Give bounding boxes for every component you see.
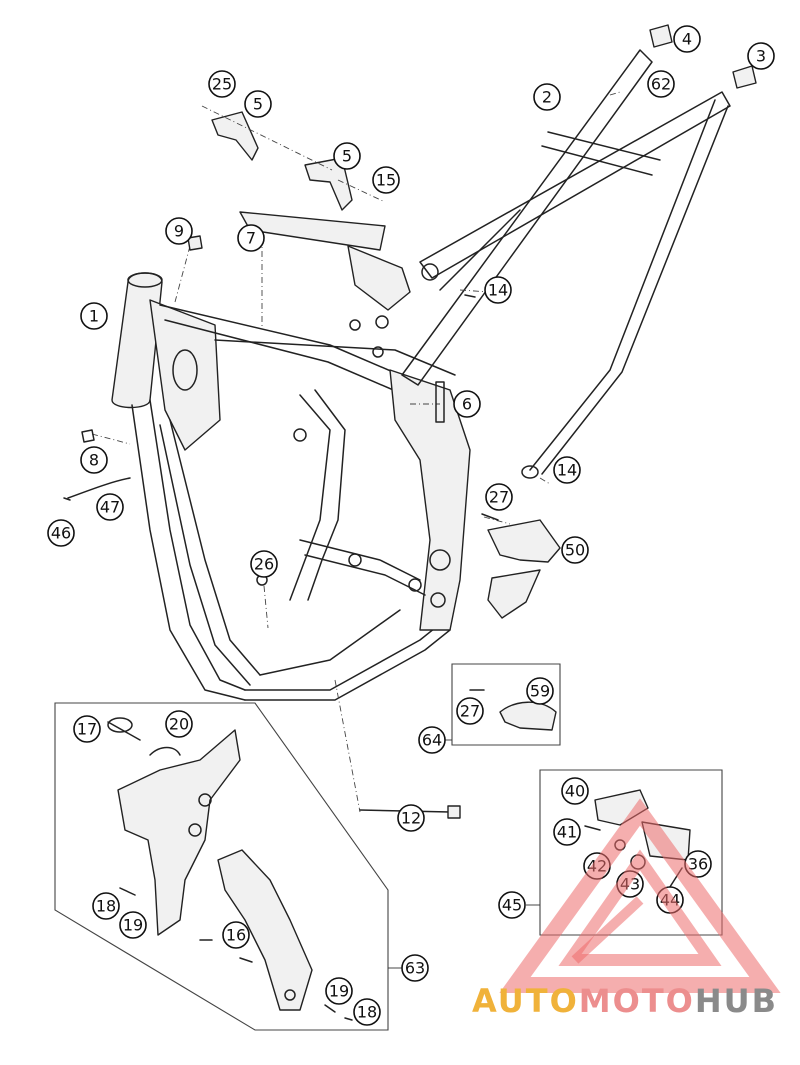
callout-62: 62 <box>647 70 675 98</box>
callout-46: 46 <box>47 519 75 547</box>
dashed-leaders <box>91 91 621 813</box>
callout-36: 36 <box>684 850 712 878</box>
side-stand-bracket <box>487 519 561 619</box>
svg-text:25: 25 <box>212 75 232 94</box>
svg-text:27: 27 <box>460 702 480 721</box>
callout-63: 63 <box>401 954 429 982</box>
callout-12: 12 <box>397 804 425 832</box>
svg-text:7: 7 <box>246 229 256 248</box>
svg-text:2: 2 <box>542 88 552 107</box>
callout-47: 47 <box>96 493 124 521</box>
svg-text:45: 45 <box>502 896 522 915</box>
callout-5a: 5 <box>244 90 272 118</box>
svg-text:6: 6 <box>462 395 472 414</box>
svg-text:1: 1 <box>89 307 99 326</box>
callout-8: 8 <box>80 446 108 474</box>
steering-head-tube <box>111 272 163 409</box>
callout-26: 26 <box>250 550 278 578</box>
callout-27b: 27 <box>456 697 484 725</box>
mounting-brackets <box>211 111 411 311</box>
callout-43: 43 <box>616 870 644 898</box>
callout-17: 17 <box>73 715 101 743</box>
rear-subframe <box>401 49 731 479</box>
svg-text:19: 19 <box>123 916 143 935</box>
svg-text:63: 63 <box>405 959 425 978</box>
svg-text:44: 44 <box>660 891 680 910</box>
svg-text:46: 46 <box>51 524 71 543</box>
svg-text:42: 42 <box>587 857 607 876</box>
callout-19a: 19 <box>119 911 147 939</box>
svg-text:50: 50 <box>565 541 585 560</box>
svg-text:14: 14 <box>557 461 577 480</box>
callout-64: 64 <box>418 726 446 754</box>
callout-59: 59 <box>526 677 554 705</box>
callout-42: 42 <box>583 852 611 880</box>
callout-14b: 14 <box>553 456 581 484</box>
svg-text:36: 36 <box>688 855 708 874</box>
callout-18a: 18 <box>92 892 120 920</box>
svg-text:19: 19 <box>329 982 349 1001</box>
svg-text:12: 12 <box>401 809 421 828</box>
svg-text:8: 8 <box>89 451 99 470</box>
svg-text:26: 26 <box>254 555 274 574</box>
callout-6: 6 <box>453 390 481 418</box>
svg-text:27: 27 <box>489 488 509 507</box>
callout-2: 2 <box>533 83 561 111</box>
callout-19b: 19 <box>325 977 353 1005</box>
callout-40: 40 <box>561 777 589 805</box>
callout-5b: 5 <box>333 142 361 170</box>
svg-text:47: 47 <box>100 498 120 517</box>
group-box-63 <box>54 702 402 1031</box>
callout-16: 16 <box>222 921 250 949</box>
svg-text:4: 4 <box>682 30 692 49</box>
callout-25: 25 <box>208 70 236 98</box>
callout-1: 1 <box>80 302 108 330</box>
svg-text:5: 5 <box>342 147 352 166</box>
svg-text:5: 5 <box>253 95 263 114</box>
callout-9: 9 <box>165 217 193 245</box>
svg-text:15: 15 <box>376 171 396 190</box>
callout-45: 45 <box>498 891 526 919</box>
svg-text:43: 43 <box>620 875 640 894</box>
callout-4: 4 <box>673 25 701 53</box>
svg-text:40: 40 <box>565 782 585 801</box>
callout-15: 15 <box>372 166 400 194</box>
callout-14a: 14 <box>484 276 512 304</box>
svg-text:59: 59 <box>530 682 550 701</box>
svg-text:62: 62 <box>651 75 671 94</box>
callout-3: 3 <box>747 42 775 70</box>
callout-44: 44 <box>656 886 684 914</box>
svg-text:64: 64 <box>422 731 442 750</box>
callout-50: 50 <box>561 536 589 564</box>
svg-text:16: 16 <box>226 926 246 945</box>
svg-text:20: 20 <box>169 715 189 734</box>
frame-caps <box>649 24 757 89</box>
svg-text:17: 17 <box>77 720 97 739</box>
svg-text:18: 18 <box>357 1003 377 1022</box>
callout-7: 7 <box>237 224 265 252</box>
callout-20: 20 <box>165 710 193 738</box>
svg-text:9: 9 <box>174 222 184 241</box>
main-frame <box>111 272 471 701</box>
svg-text:3: 3 <box>756 47 766 66</box>
callout-18b: 18 <box>353 998 381 1026</box>
callout-41: 41 <box>553 818 581 846</box>
svg-text:18: 18 <box>96 897 116 916</box>
callout-27a: 27 <box>485 483 513 511</box>
svg-text:41: 41 <box>557 823 577 842</box>
svg-text:14: 14 <box>488 281 508 300</box>
